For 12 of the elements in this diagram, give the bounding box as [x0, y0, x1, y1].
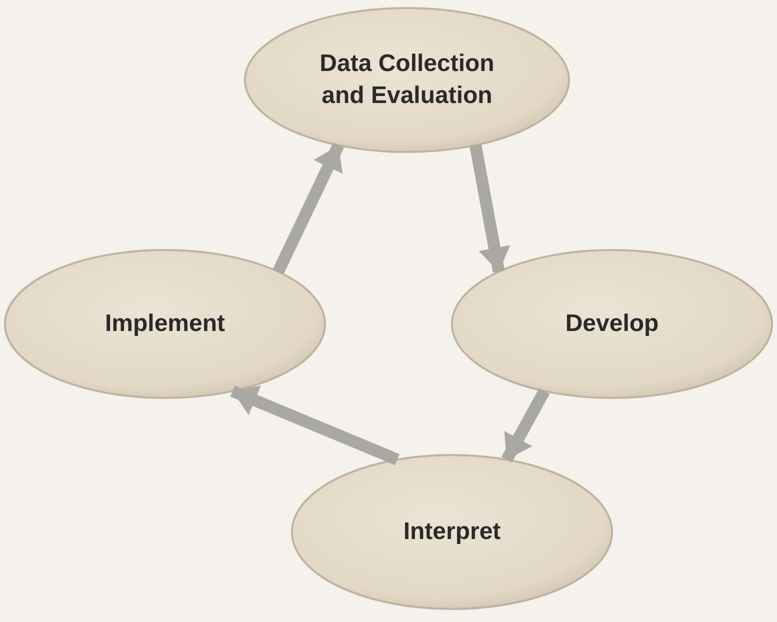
arrow: [272, 142, 344, 274]
node-label: Interpret: [403, 516, 501, 547]
process-ellipse: [4, 249, 326, 399]
arrow: [230, 386, 400, 466]
process-ellipse: [451, 249, 773, 399]
arrow: [501, 388, 550, 463]
process-ellipse: [244, 7, 570, 153]
node-label: Data Collection and Evaluation: [318, 48, 496, 111]
arrow: [470, 144, 510, 273]
node-label: Develop: [565, 308, 659, 339]
process-ellipse: [291, 454, 613, 610]
node-label: Implement: [104, 308, 226, 339]
